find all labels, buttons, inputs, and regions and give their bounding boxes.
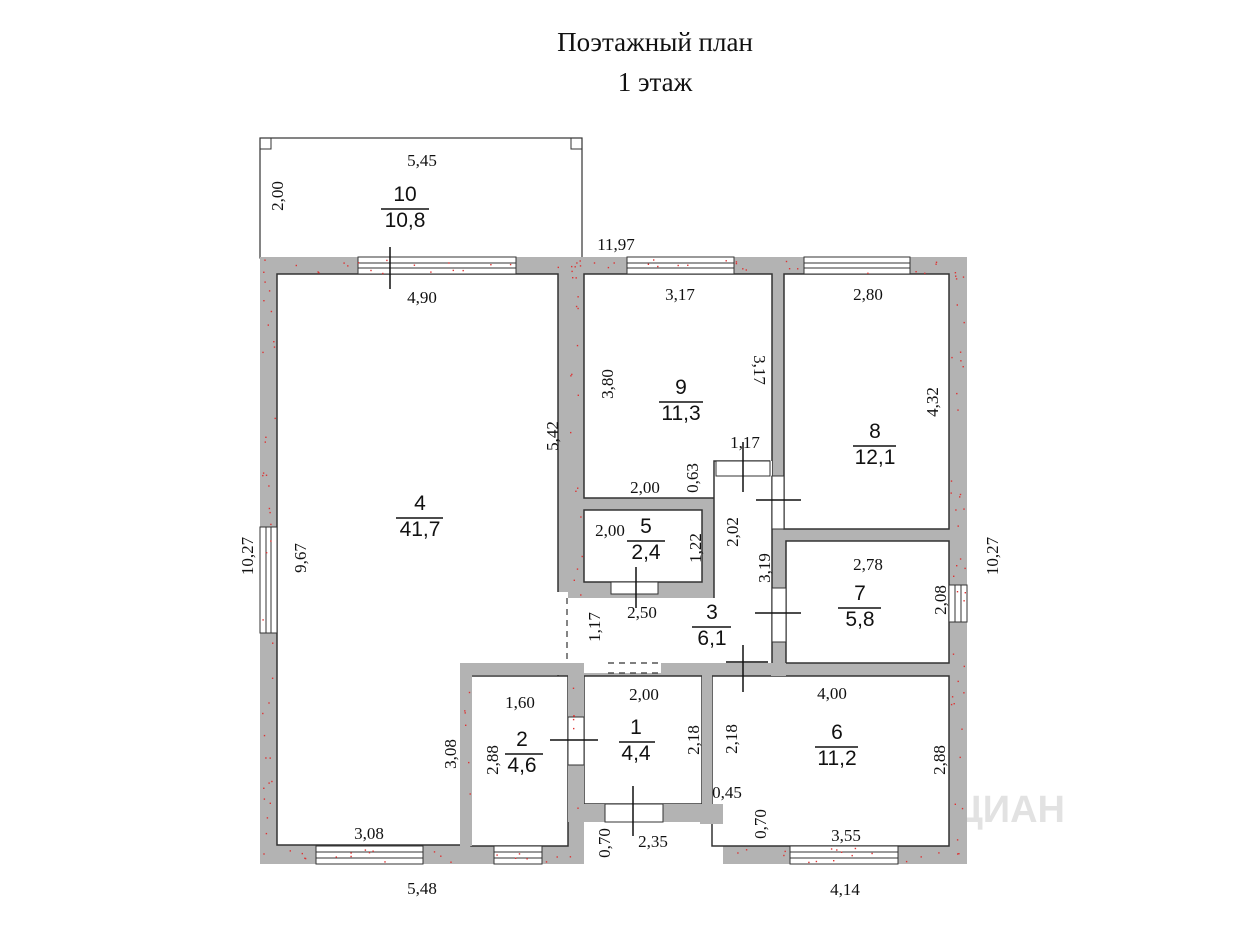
room-area: 5,8 <box>845 608 874 631</box>
room-number: 10 <box>393 183 416 206</box>
dimension-label: 2,80 <box>853 285 883 304</box>
dimension-label: 3,17 <box>665 285 695 304</box>
dimension-label: 5,45 <box>407 151 437 170</box>
wall-hatch <box>262 259 966 864</box>
room-area: 11,3 <box>661 402 700 425</box>
room-number: 5 <box>640 515 652 538</box>
plan-title: Поэтажный план <box>557 27 753 57</box>
dimension-label: 4,00 <box>817 684 847 703</box>
dimension-label: 11,97 <box>597 235 635 254</box>
dimension-label: 9,67 <box>291 543 310 573</box>
watermark-text: ЦИАН <box>955 789 1065 831</box>
room-5 <box>583 509 703 583</box>
dimension-label: 2,00 <box>629 685 659 704</box>
dimension-label: 2,88 <box>483 745 502 775</box>
dimension-label: 1,60 <box>505 693 535 712</box>
dimension-label: 5,42 <box>543 421 562 451</box>
dimension-label: 2,08 <box>931 585 950 615</box>
dimension-label: 3,55 <box>831 826 861 845</box>
windows <box>259 256 968 865</box>
dimension-label: 2,35 <box>638 832 668 851</box>
room-2 <box>470 675 569 847</box>
dimension-label: 3,80 <box>598 369 617 399</box>
room-7 <box>785 540 950 664</box>
room-number: 7 <box>854 582 866 605</box>
room-6 <box>711 675 950 847</box>
room-number: 4 <box>414 492 426 515</box>
dimension-label: 0,70 <box>595 828 614 858</box>
dimension-label: 2,18 <box>722 724 741 754</box>
dimension-label: 4,90 <box>407 288 437 307</box>
room-area: 4,6 <box>507 754 536 777</box>
room-area: 10,8 <box>385 209 426 232</box>
room-3 <box>558 461 772 663</box>
room-number: 9 <box>675 376 687 399</box>
room-label-bars <box>381 208 896 755</box>
dimension-label: 4,32 <box>923 387 942 417</box>
room-number: 3 <box>706 601 718 624</box>
dimension-label: 3,17 <box>750 355 769 385</box>
dimension-label: 2,18 <box>684 725 703 755</box>
room-area: 6,1 <box>697 627 726 650</box>
room-area: 4,4 <box>621 742 651 765</box>
dimension-label: 1,17 <box>585 612 604 642</box>
dimension-label: 2,02 <box>723 517 742 547</box>
dimension-label: 4,14 <box>830 880 860 899</box>
plan-floor-label: 1 этаж <box>617 67 693 97</box>
dimension-label: 0,63 <box>683 463 702 493</box>
room-8 <box>783 273 950 530</box>
dimension-label: 5,48 <box>407 879 437 898</box>
room-number: 1 <box>630 716 642 739</box>
room-number: 6 <box>831 721 843 744</box>
dimension-label: 3,08 <box>354 824 384 843</box>
dimension-label: 3,19 <box>755 553 774 583</box>
dimension-label: 1,22 <box>686 533 705 563</box>
room-area: 2,4 <box>631 541 661 564</box>
dimension-label: 10,27 <box>983 536 1002 575</box>
room-number: 2 <box>516 728 528 751</box>
dimension-label: 0,45 <box>712 783 742 802</box>
dimension-label: 1,17 <box>730 433 760 452</box>
dimension-label: 2,00 <box>595 521 625 540</box>
room-area: 41,7 <box>400 518 441 541</box>
dimension-label: 2,78 <box>853 555 883 574</box>
room-number: 8 <box>869 420 881 443</box>
dimension-label: 2,50 <box>627 603 657 622</box>
terrace-post-right <box>570 137 583 150</box>
dimension-label: 0,70 <box>751 809 770 839</box>
dimension-label: 2,88 <box>930 745 949 775</box>
dimension-label: 2,00 <box>268 181 287 211</box>
doors <box>567 460 787 823</box>
terrace-post-left <box>259 137 272 150</box>
room-area: 11,2 <box>817 747 856 770</box>
dimension-label: 2,00 <box>630 478 660 497</box>
room-area: 12,1 <box>855 446 896 469</box>
dimension-label: 10,27 <box>238 536 257 575</box>
dimension-label: 3,08 <box>441 739 460 769</box>
